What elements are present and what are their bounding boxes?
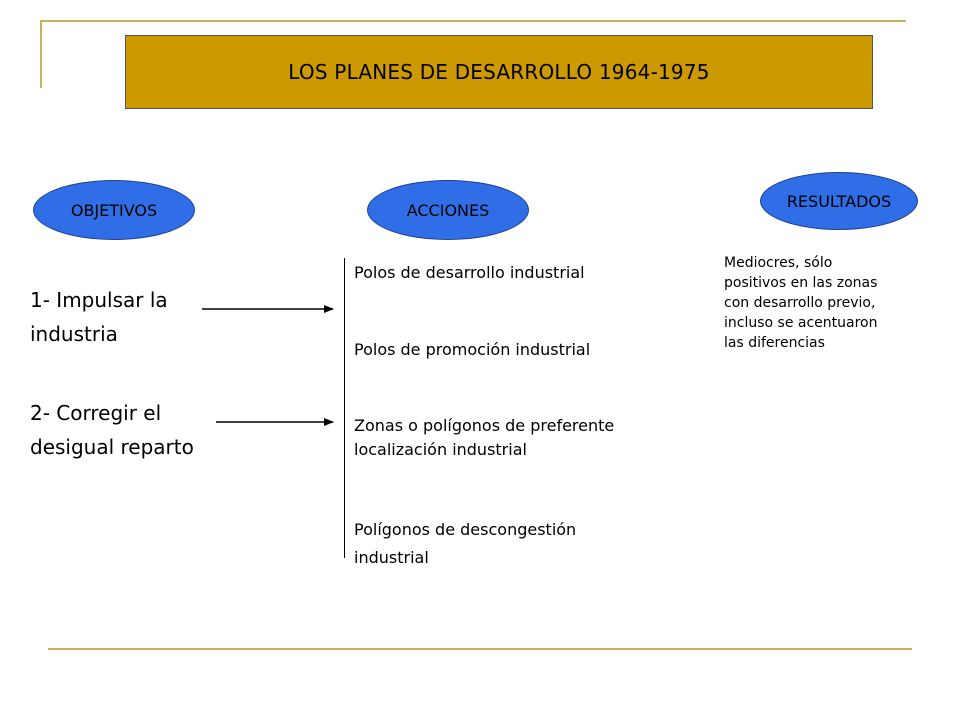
accion-3-line1: Zonas o polígonos de preferente [354, 416, 615, 435]
resultados-line-1: Mediocres, sólo [724, 255, 833, 271]
resultados-line-2: positivos en las zonas [724, 275, 878, 291]
oval-acciones-label: ACCIONES [406, 200, 490, 220]
decor-bottom-line [48, 648, 912, 650]
resultados-text: Mediocres, sólo positivos en las zonas c… [724, 253, 877, 353]
accion-item-4: Polígonos de descongestión industrial [354, 516, 576, 572]
oval-objetivos-label: OBJETIVOS [70, 200, 158, 220]
resultados-line-5: las diferencias [724, 335, 825, 351]
oval-resultados: RESULTADOS [760, 172, 918, 230]
page-title: LOS PLANES DE DESARROLLO 1964-1975 [288, 60, 710, 84]
objetivo-2-line2: desigual reparto [30, 435, 194, 459]
accion-4-line1: Polígonos de descongestión [354, 520, 577, 539]
accion-4-line2: industrial [354, 548, 429, 567]
accion-item-2: Polos de promoción industrial [354, 338, 590, 362]
title-box: LOS PLANES DE DESARROLLO 1964-1975 [125, 35, 873, 109]
accion-item-1: Polos de desarrollo industrial [354, 261, 585, 285]
oval-acciones: ACCIONES [367, 180, 529, 240]
objetivo-1-line2: industria [30, 322, 118, 346]
resultados-line-4: incluso se acentuaron [724, 315, 878, 331]
oval-objetivos: OBJETIVOS [33, 180, 195, 240]
objetivo-1-line1: 1- Impulsar la [30, 288, 168, 312]
oval-resultados-label: RESULTADOS [786, 191, 892, 211]
decor-left-line [40, 20, 42, 88]
objetivo-item-1: 1- Impulsar la industria [30, 283, 168, 351]
accion-1-line1: Polos de desarrollo industrial [354, 263, 585, 282]
accion-3-line2: localización industrial [354, 440, 527, 459]
accion-2-line1: Polos de promoción industrial [354, 340, 591, 359]
objetivo-2-line1: 2- Corregir el [30, 401, 162, 425]
decor-top-line [40, 20, 906, 22]
acciones-separator-line [344, 258, 345, 558]
objetivo-item-2: 2- Corregir el desigual reparto [30, 396, 194, 464]
accion-item-3: Zonas o polígonos de preferente localiza… [354, 414, 614, 462]
resultados-line-3: con desarrollo previo, [724, 295, 876, 311]
